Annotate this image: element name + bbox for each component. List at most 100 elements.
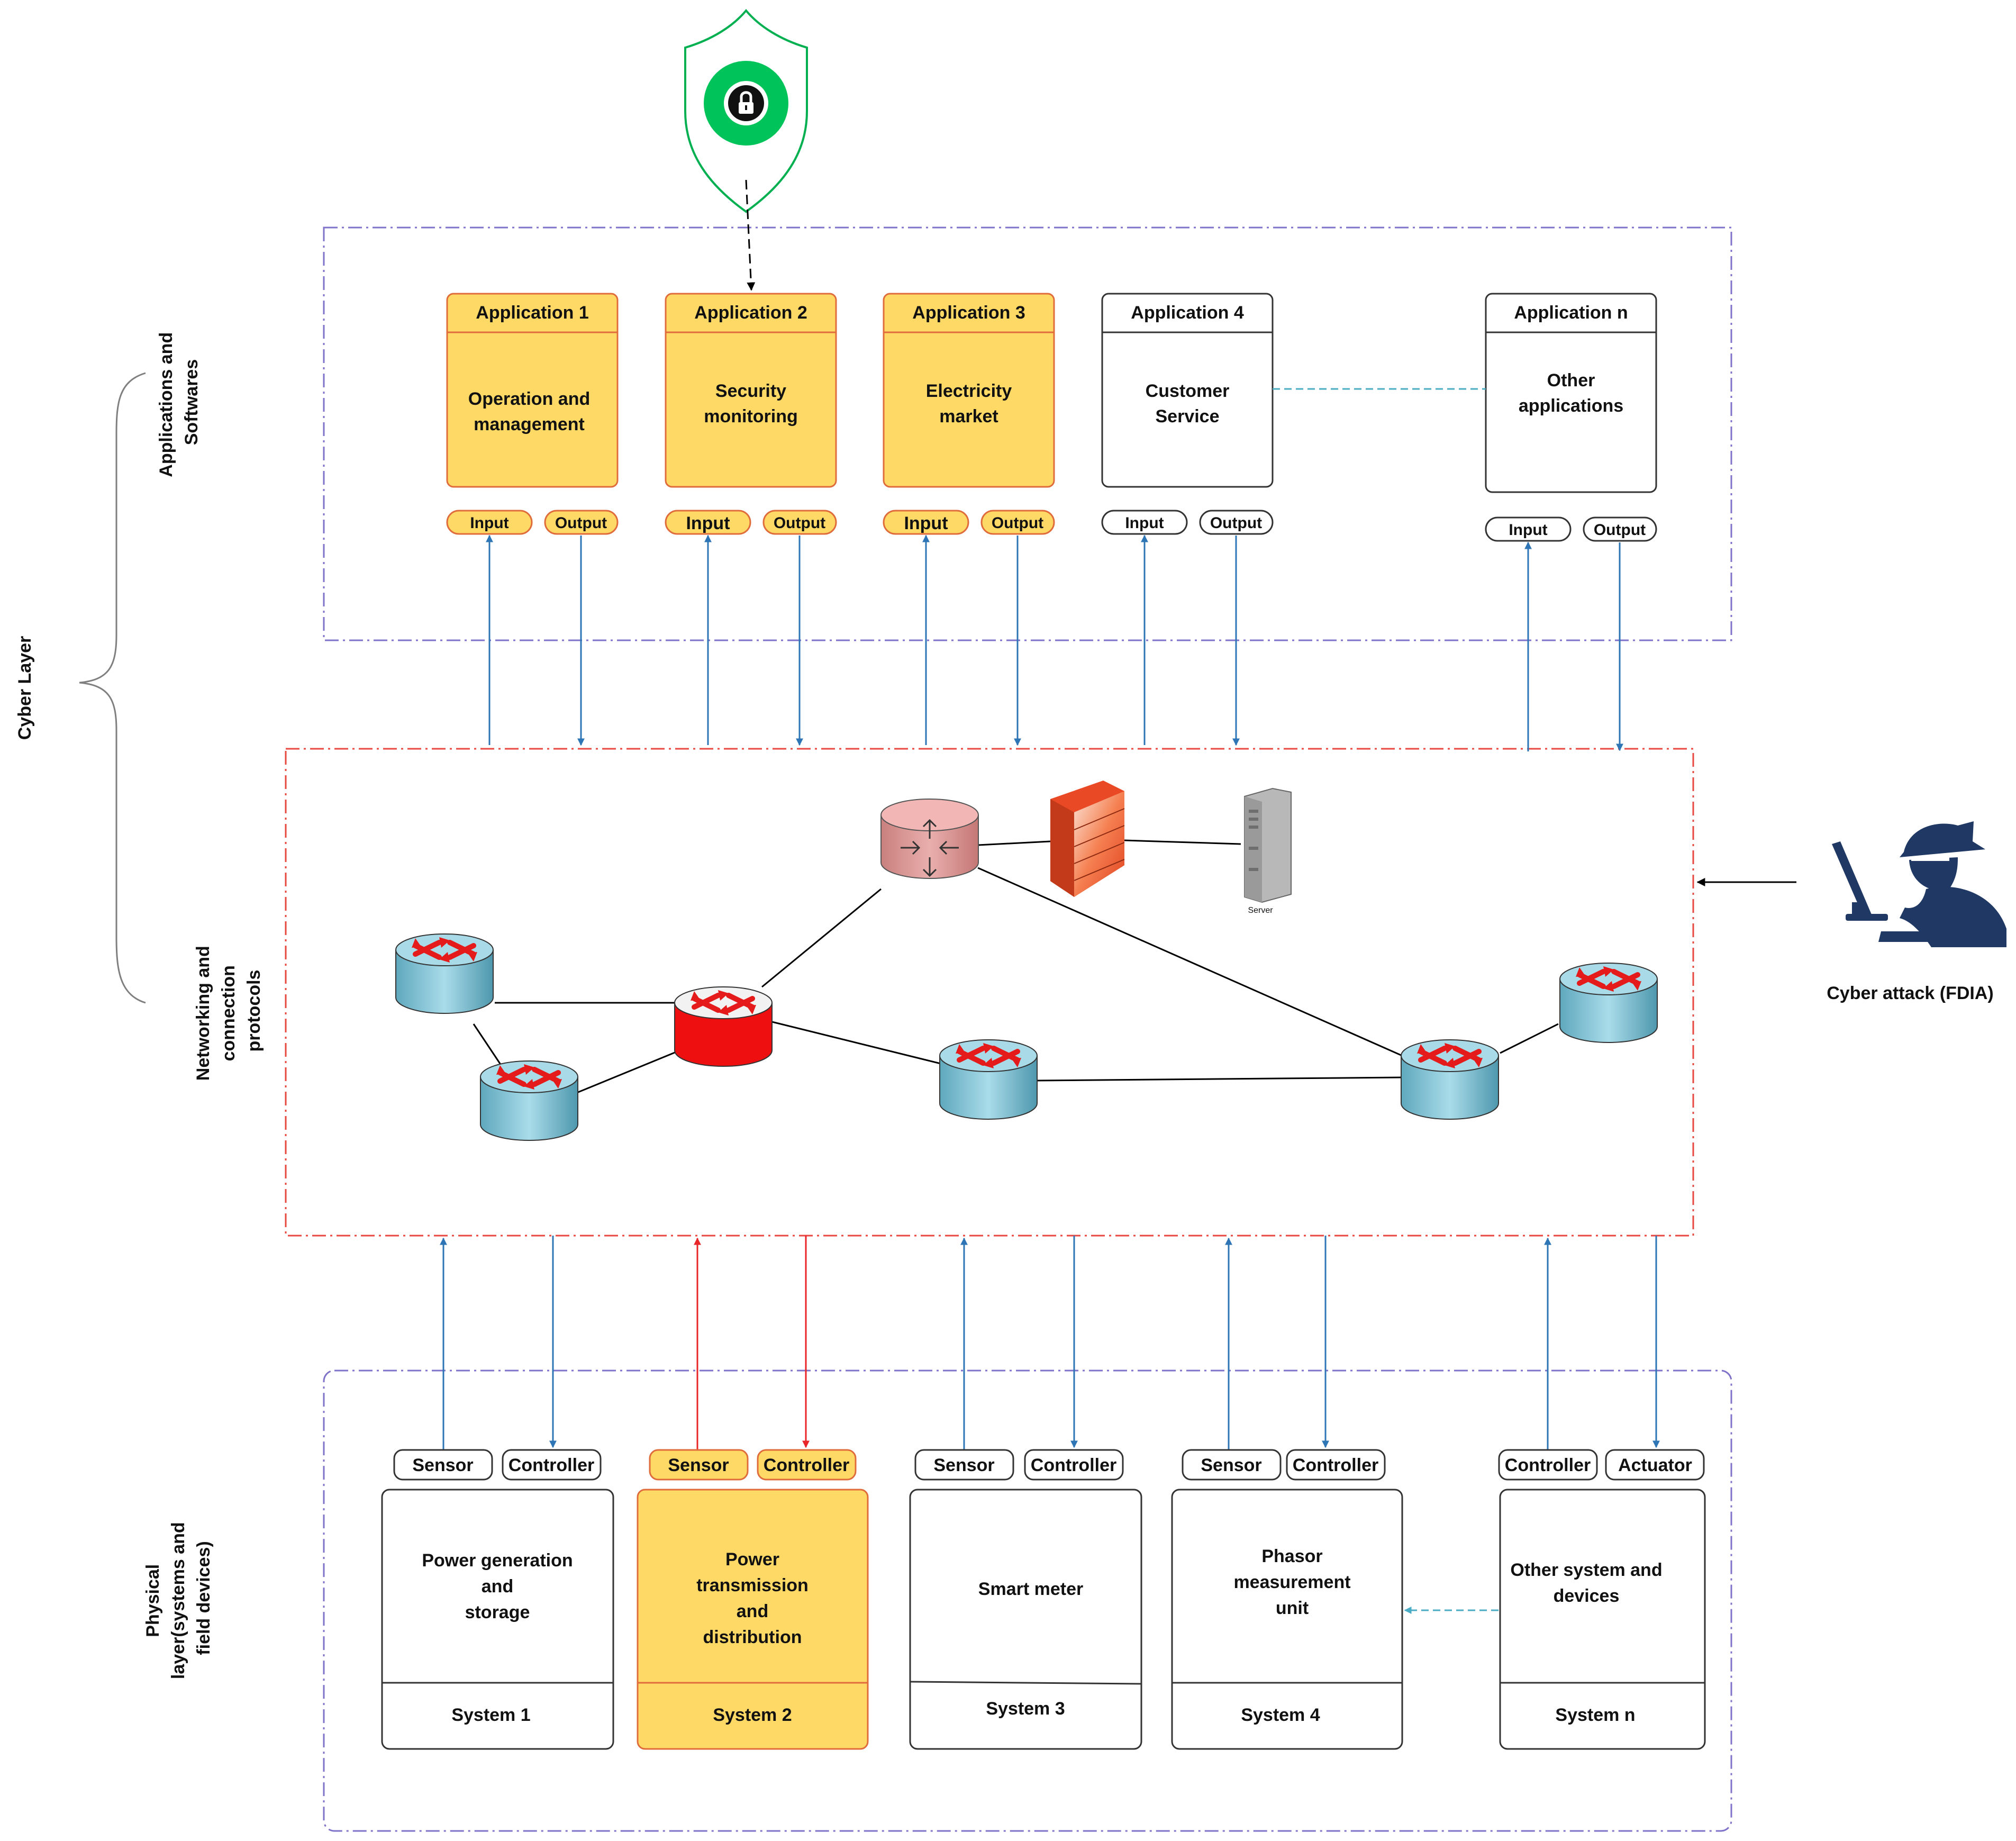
application-2-title: Application 2 bbox=[694, 303, 807, 323]
svg-text:Output: Output bbox=[555, 514, 607, 532]
svg-text:Controller: Controller bbox=[1505, 1455, 1591, 1475]
svg-text:Output: Output bbox=[1210, 514, 1262, 532]
application-n-title: Application n bbox=[1514, 303, 1628, 323]
compromised-router-icon bbox=[674, 986, 773, 1067]
application-1-title: Application 1 bbox=[476, 303, 588, 323]
svg-text:Actuator: Actuator bbox=[1618, 1455, 1692, 1475]
app3-output-pill[interactable] bbox=[980, 510, 1055, 535]
physical-layer-label: Physical layer(systems and field devices… bbox=[143, 1517, 214, 1679]
system-2-controller[interactable] bbox=[757, 1449, 857, 1481]
applications-layer-label: Applications and Softwares bbox=[156, 327, 202, 477]
svg-text:Sensor: Sensor bbox=[668, 1455, 729, 1475]
router-icon bbox=[1559, 963, 1658, 1043]
app1-input-pill[interactable] bbox=[446, 510, 533, 535]
cyber-layer-label: Cyber Layer bbox=[15, 636, 35, 740]
appn-output-pill[interactable] bbox=[1583, 516, 1657, 542]
system-4-controller[interactable] bbox=[1286, 1449, 1386, 1481]
system-3[interactable]: Smart meter System 3 Sensor Controller bbox=[909, 1449, 1142, 1750]
router-icon bbox=[939, 1039, 1038, 1120]
server-label: Server bbox=[1248, 906, 1273, 915]
system-1-name: System 1 bbox=[451, 1705, 530, 1725]
app-io-pills: Input Output Input Output Input Output I… bbox=[446, 510, 1657, 542]
app1-output-pill[interactable] bbox=[544, 510, 619, 535]
svg-text:Input: Input bbox=[1509, 521, 1547, 539]
application-4-title: Application 4 bbox=[1131, 303, 1244, 323]
system-n-actuator[interactable] bbox=[1605, 1449, 1705, 1481]
svg-text:Output: Output bbox=[992, 514, 1043, 532]
system-4-name: System 4 bbox=[1241, 1705, 1320, 1725]
system-3-sensor[interactable] bbox=[914, 1449, 1014, 1481]
system-2-name: System 2 bbox=[713, 1705, 792, 1725]
system-3-controller[interactable] bbox=[1024, 1449, 1124, 1481]
svg-text:Controller: Controller bbox=[764, 1455, 849, 1475]
router-icon bbox=[1401, 1039, 1499, 1120]
network-layer-frame bbox=[285, 748, 1694, 1237]
physical-layer-frame bbox=[323, 1370, 1732, 1832]
svg-text:Input: Input bbox=[470, 514, 508, 532]
svg-text:Input: Input bbox=[686, 513, 730, 533]
attacker-label: Cyber attack (FDIA) bbox=[1827, 983, 1994, 1003]
server-icon: Server bbox=[1244, 787, 1292, 915]
core-switch-icon bbox=[880, 799, 979, 879]
svg-text:Sensor: Sensor bbox=[412, 1455, 473, 1475]
app4-output-pill[interactable] bbox=[1199, 510, 1274, 535]
system-3-body: Smart meter bbox=[978, 1579, 1083, 1599]
applications-layer-frame bbox=[323, 226, 1732, 641]
svg-text:Input: Input bbox=[1125, 514, 1164, 532]
svg-text:Controller: Controller bbox=[1031, 1455, 1116, 1475]
firewall-icon bbox=[1050, 781, 1125, 897]
hacker-icon bbox=[1832, 821, 2006, 947]
system-1-controller[interactable] bbox=[502, 1449, 602, 1481]
svg-text:Input: Input bbox=[904, 513, 948, 533]
appn-input-pill[interactable] bbox=[1485, 516, 1572, 542]
network-links bbox=[473, 839, 1559, 1094]
application-3-title: Application 3 bbox=[912, 303, 1025, 323]
routers bbox=[395, 933, 1658, 1141]
svg-text:Controller: Controller bbox=[1293, 1455, 1378, 1475]
svg-text:Output: Output bbox=[774, 514, 825, 532]
hacker-glasses bbox=[1911, 856, 1949, 861]
shield-lock-icon bbox=[684, 8, 808, 213]
network-physical-arrows bbox=[440, 1236, 1660, 1450]
router-icon bbox=[480, 1060, 578, 1141]
system-n-controller[interactable] bbox=[1498, 1449, 1598, 1481]
system-1-sensor[interactable] bbox=[393, 1449, 493, 1481]
shield-to-app2-arrow bbox=[745, 179, 756, 291]
app2-output-pill[interactable] bbox=[762, 510, 837, 535]
router-icon bbox=[395, 933, 494, 1014]
system-2-sensor[interactable] bbox=[649, 1449, 749, 1481]
svg-text:Controller: Controller bbox=[508, 1455, 594, 1475]
svg-text:Output: Output bbox=[1594, 521, 1646, 539]
app3-input-pill[interactable] bbox=[883, 510, 969, 535]
app-network-arrows bbox=[486, 534, 1623, 751]
system-3-name: System 3 bbox=[986, 1699, 1065, 1719]
network-layer-label: Networking and connection protocols bbox=[193, 941, 264, 1081]
svg-text:Sensor: Sensor bbox=[1201, 1455, 1261, 1475]
system-4-sensor[interactable] bbox=[1182, 1449, 1282, 1481]
app2-input-pill[interactable] bbox=[665, 510, 751, 535]
svg-text:Sensor: Sensor bbox=[933, 1455, 994, 1475]
app4-input-pill[interactable] bbox=[1101, 510, 1188, 535]
system-n-name: System n bbox=[1555, 1705, 1635, 1725]
